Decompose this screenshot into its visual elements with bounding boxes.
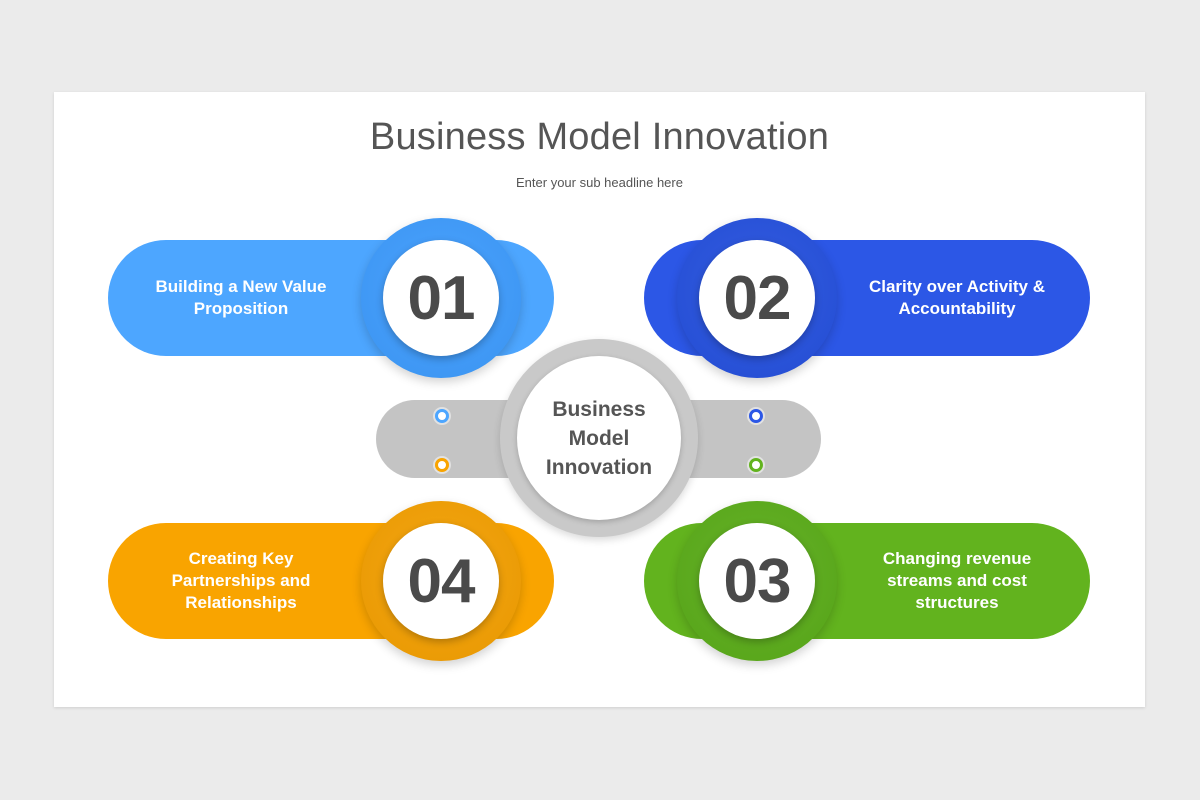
- slide: Business Model Innovation Enter your sub…: [54, 92, 1145, 707]
- item-01-ring: 01: [361, 218, 521, 378]
- center-hub-ring: Business Model Innovation: [500, 339, 698, 537]
- connector-dot-orange: [435, 458, 449, 472]
- item-01-label: Building a New Value Proposition: [155, 277, 327, 318]
- item-04-number: 04: [383, 523, 499, 639]
- item-03-label: Changing revenue streams and cost struct…: [882, 549, 1032, 612]
- item-02-number: 02: [699, 240, 815, 356]
- item-04-label: Creating Key Partnerships and Relationsh…: [171, 549, 311, 612]
- item-02-ring: 02: [677, 218, 837, 378]
- item-02-label: Clarity over Activity & Accountability: [868, 277, 1046, 318]
- item-03-ring: 03: [677, 501, 837, 661]
- connector-dot-blue: [435, 409, 449, 423]
- item-04-ring: 04: [361, 501, 521, 661]
- item-01-number: 01: [383, 240, 499, 356]
- slide-subtitle: Enter your sub headline here: [516, 175, 683, 190]
- center-hub: Business Model Innovation: [517, 356, 681, 520]
- connector-dot-darkblue: [749, 409, 763, 423]
- item-03-number: 03: [699, 523, 815, 639]
- connector-dot-green: [749, 458, 763, 472]
- center-hub-label: Business Model Innovation: [545, 397, 653, 479]
- slide-title: Business Model Innovation: [369, 116, 830, 158]
